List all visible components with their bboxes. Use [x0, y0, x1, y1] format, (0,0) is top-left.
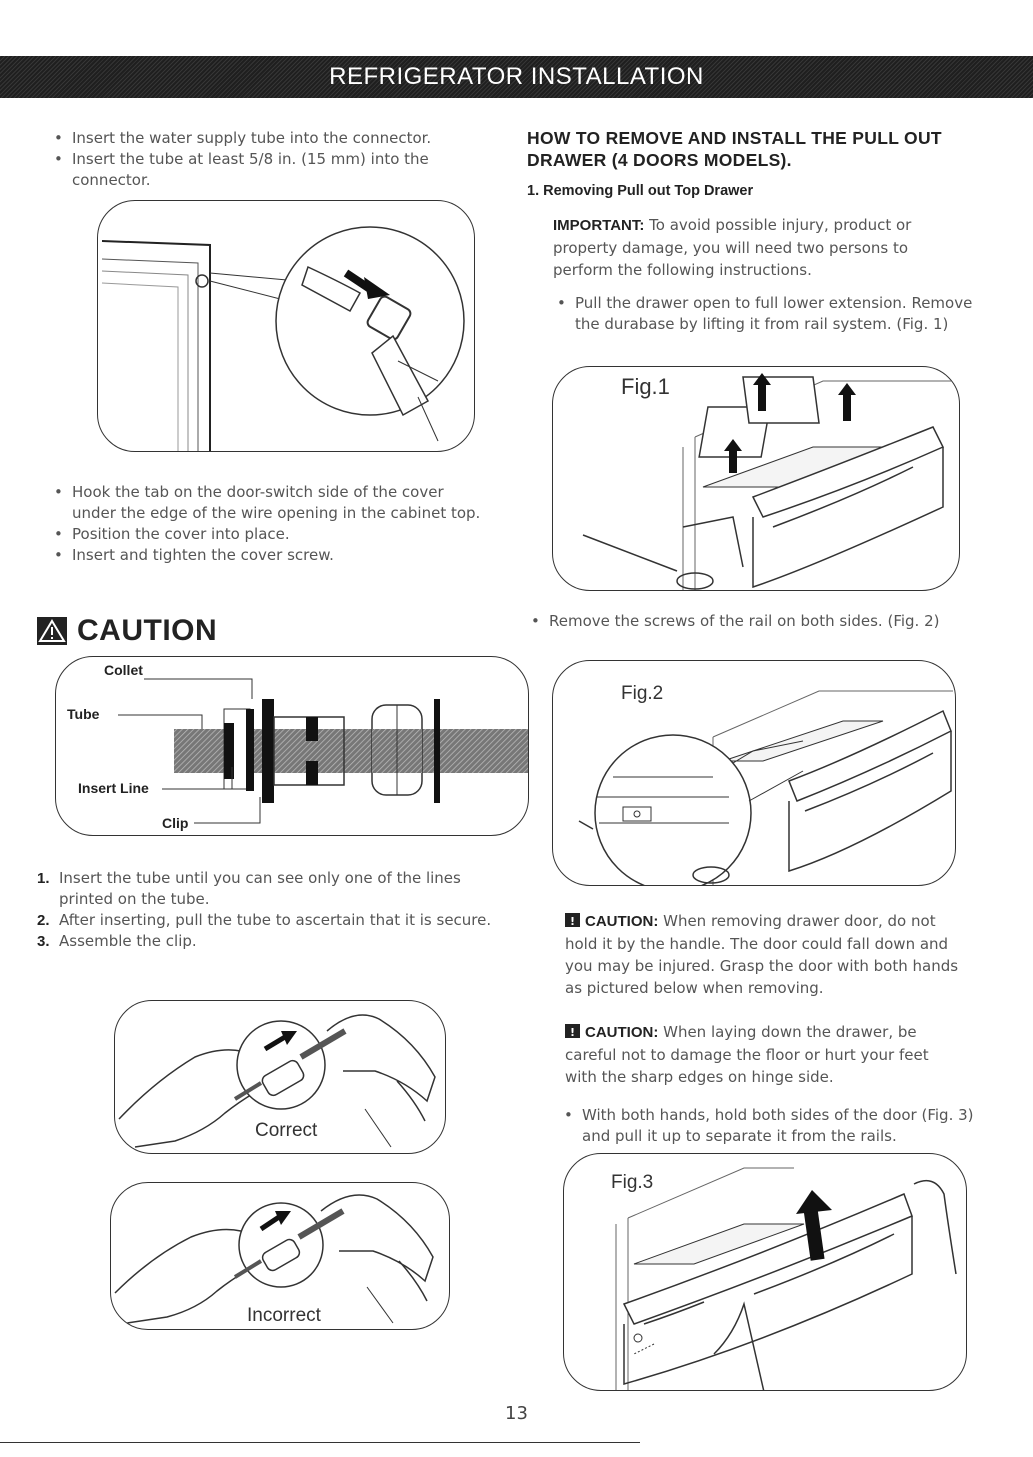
- step-text: After inserting, pull the tube to ascert…: [59, 911, 492, 929]
- label-insert-line: Insert Line: [78, 780, 149, 796]
- caution-text: When removing drawer door, do not hold i…: [565, 912, 959, 997]
- banner-title: REFRIGERATOR INSTALLATION: [329, 63, 704, 90]
- step-text: Insert the tube until you can see only o…: [59, 869, 461, 908]
- caution-title: CAUTION: [77, 614, 218, 647]
- important-label: IMPORTANT:: [553, 217, 645, 234]
- correct-caption: Correct: [255, 1120, 318, 1141]
- correct-illustration: Correct: [114, 1000, 446, 1154]
- bullet-item: Position the cover into place.: [50, 524, 490, 545]
- caution-heading: CAUTION: [37, 614, 217, 648]
- incorrect-illustration: Incorrect: [110, 1182, 450, 1330]
- step-item: 2. After inserting, pull the tube to asce…: [37, 910, 517, 931]
- fig3-drawing: [615, 1167, 957, 1390]
- step-item: 3. Assemble the clip.: [37, 931, 517, 952]
- bullet-item: Remove the screws of the rail on both si…: [527, 611, 947, 632]
- bullet-item: Hook the tab on the door-switch side of …: [50, 482, 490, 524]
- page-number: 13: [505, 1403, 528, 1424]
- connector-drawing: [101, 226, 465, 451]
- fig1-illustration: Fig.1: [552, 366, 960, 591]
- warning-icon: [565, 911, 580, 933]
- label-clip: Clip: [162, 815, 189, 831]
- warning-icon: [565, 1022, 580, 1044]
- fig2-illustration: Fig.2: [552, 660, 956, 886]
- step-item: 1. Insert the tube until you can see only…: [37, 868, 517, 910]
- bullet-item: Insert and tighten the cover screw.: [50, 545, 490, 566]
- correct-hands-drawing: [118, 1014, 436, 1148]
- fig3-label: Fig.3: [611, 1172, 654, 1193]
- intro-bullets: Insert the water supply tube into the co…: [50, 128, 470, 191]
- section-banner: REFRIGERATOR INSTALLATION: [0, 56, 1033, 98]
- footer-rule: [0, 1442, 640, 1443]
- incorrect-hands-drawing: [114, 1194, 434, 1324]
- connector-illustration: [97, 200, 475, 452]
- bullet-item: Insert the water supply tube into the co…: [50, 128, 470, 149]
- caution-text: When laying down the drawer, be careful …: [565, 1023, 929, 1086]
- fig2-instructions: Remove the screws of the rail on both si…: [527, 611, 947, 632]
- step-number: 3.: [37, 933, 50, 950]
- caution-label: CAUTION:: [585, 1024, 659, 1041]
- important-text: To avoid possible injury, product or pro…: [553, 216, 912, 279]
- warning-icon: [37, 617, 67, 645]
- step-number: 2.: [37, 912, 50, 929]
- assembly-steps: 1. Insert the tube until you can see only…: [37, 868, 517, 952]
- section-heading: HOW TO REMOVE AND INSTALL THE PULL OUT D…: [527, 128, 942, 170]
- cover-bullets: Hook the tab on the door-switch side of …: [50, 482, 490, 566]
- fig1-instructions: Pull the drawer open to full lower exten…: [553, 293, 973, 335]
- fig1-label: Fig.1: [621, 374, 670, 399]
- fig2-label: Fig.2: [621, 683, 664, 704]
- caution-note-1: CAUTION: When removing drawer door, do n…: [565, 910, 965, 999]
- bullet-item: Pull the drawer open to full lower exten…: [553, 293, 973, 335]
- fig1-drawing: [582, 373, 953, 590]
- tube-drawing: [118, 678, 528, 824]
- bullet-item: Insert the tube at least 5/8 in. (15 mm)…: [50, 149, 470, 191]
- important-note: IMPORTANT: To avoid possible injury, pro…: [553, 214, 953, 281]
- caution-note-2: CAUTION: When laying down the drawer, be…: [565, 1021, 965, 1088]
- fig2-drawing: [578, 690, 953, 885]
- tube-connection-diagram: Collet Tube Insert Line Clip: [55, 656, 529, 836]
- subsection-heading: 1. Removing Pull out Top Drawer: [527, 183, 754, 199]
- step-number: 1.: [37, 870, 50, 887]
- label-tube: Tube: [67, 706, 100, 722]
- incorrect-caption: Incorrect: [247, 1305, 321, 1326]
- step-text: Assemble the clip.: [59, 932, 197, 950]
- label-collet: Collet: [104, 662, 143, 678]
- fig3-illustration: Fig.3: [563, 1153, 967, 1391]
- caution-label: CAUTION:: [585, 913, 659, 930]
- fig3-instructions: With both hands, hold both sides of the …: [560, 1105, 990, 1147]
- bullet-item: With both hands, hold both sides of the …: [560, 1105, 990, 1147]
